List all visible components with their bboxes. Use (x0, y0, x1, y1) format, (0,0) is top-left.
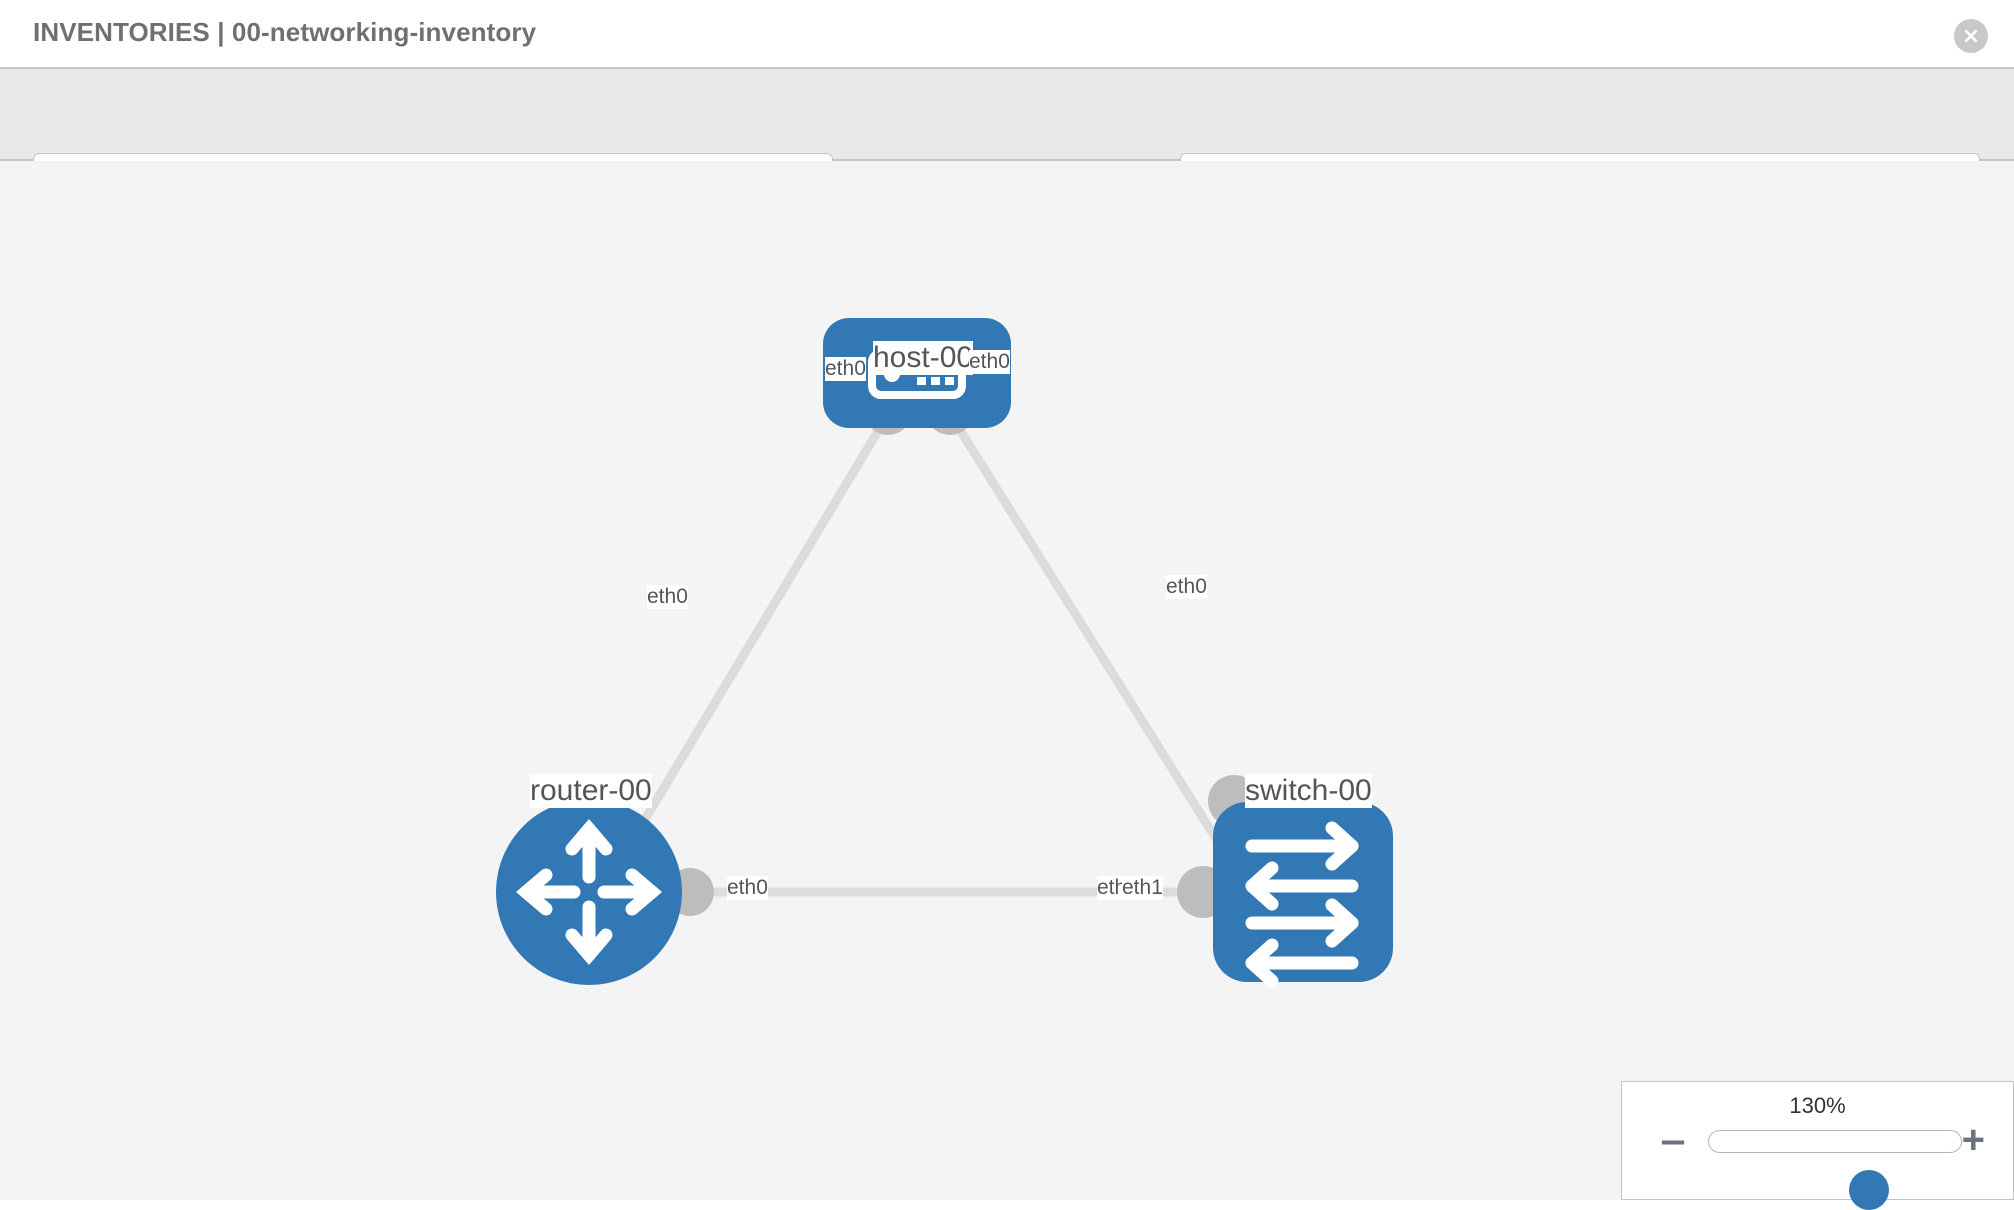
edge-label-router00-eth0-up: eth0 (647, 585, 688, 609)
zoom-panel: 130% ‒ + (1621, 1081, 2014, 1210)
zoom-in-button[interactable]: + (1961, 1118, 1985, 1162)
node-switch-00 (1213, 802, 1393, 988)
edge-host00-switch00 (944, 408, 1234, 864)
zoom-slider-thumb[interactable] (1849, 1170, 1889, 1210)
router-arrows-icon (515, 818, 663, 966)
node-label-router-00: router-00 (530, 774, 652, 808)
edge-label-router00-eth0-right: eth0 (727, 876, 768, 900)
node-router-00 (496, 799, 682, 985)
graph-stubs (666, 387, 1260, 918)
topology-canvas[interactable]: host-00 router-00 switch-00 eth0 eth0 et… (0, 161, 2014, 1200)
page-header: INVENTORIES | 00-networking-inventory (0, 0, 2014, 69)
edge-label-host00-eth0-left: eth0 (825, 357, 866, 381)
zoom-out-button[interactable]: ‒ (1662, 1118, 1685, 1162)
edge-label-switch00-eth1: eth1 (1122, 876, 1163, 900)
edge-label-host00-eth0-right: eth0 (969, 350, 1010, 374)
close-button[interactable] (1954, 19, 1988, 53)
graph-edges (616, 408, 1240, 897)
edge-host00-router00 (616, 408, 894, 864)
edge-label-switch00-eth-behind: eth (1097, 876, 1127, 900)
node-label-host-00: host-00 (873, 341, 974, 375)
toolbar: ACTIONS SEARCH (0, 69, 2014, 209)
zoom-level-label: 130% (1789, 1093, 1846, 1118)
page-title: INVENTORIES | 00-networking-inventory (33, 17, 537, 47)
zoom-slider-track[interactable] (1708, 1130, 1962, 1210)
topology-graph (496, 318, 1393, 988)
node-label-switch-00: switch-00 (1245, 774, 1372, 808)
switch-arrows-icon (1245, 821, 1359, 988)
edge-label-switch00-eth0-up: eth0 (1166, 575, 1207, 599)
